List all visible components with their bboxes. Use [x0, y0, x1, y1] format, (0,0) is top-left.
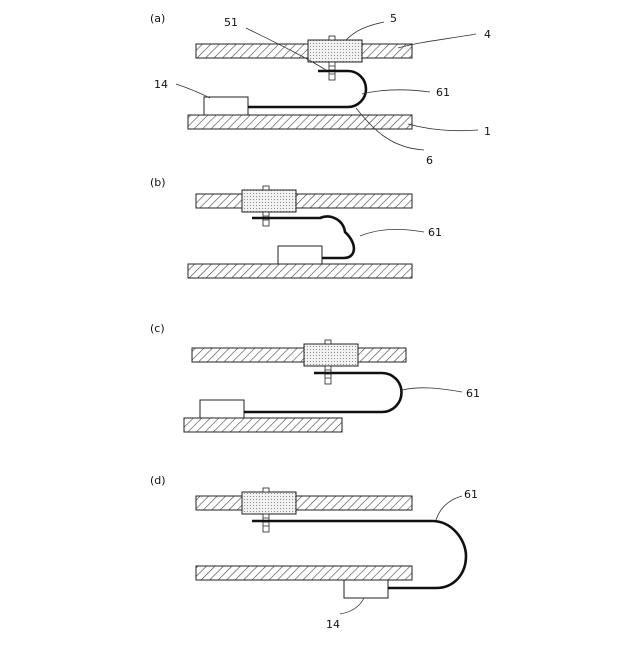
- leader-connector: [346, 22, 384, 40]
- lower-plate: [196, 566, 412, 580]
- upper-plate: [196, 194, 412, 208]
- callout-component: 14: [154, 78, 168, 91]
- connector: [308, 40, 362, 62]
- callout-cable-bend: 61: [466, 387, 480, 400]
- callout-connector: 5: [390, 12, 397, 25]
- component: [344, 580, 388, 598]
- connector: [242, 492, 296, 514]
- leader-lower-plate: [408, 124, 478, 131]
- upper-plate: [192, 348, 406, 362]
- callout-upper-plate: 4: [484, 28, 491, 41]
- lower-plate: [184, 418, 342, 432]
- upper-plate: [196, 496, 412, 510]
- panel-label: (d): [150, 474, 166, 487]
- component: [200, 400, 244, 418]
- callout-cable: 6: [426, 154, 433, 167]
- callout-cable-bend: 61: [436, 86, 450, 99]
- panel-label: (c): [150, 322, 165, 335]
- component: [278, 246, 322, 264]
- leader-cable-bend: [360, 229, 424, 236]
- component: [204, 97, 248, 115]
- callout-screw: 51: [224, 16, 238, 29]
- panel-label: (b): [150, 176, 166, 189]
- connector: [304, 344, 358, 366]
- panel-a: (a) 5 51 4 14 61 1 6: [150, 12, 491, 167]
- panel-b: (b) 61: [150, 176, 442, 278]
- panel-label: (a): [150, 12, 165, 25]
- leader-cable-bend: [402, 388, 462, 392]
- callout-lower-plate: 1: [484, 125, 491, 138]
- lower-plate: [188, 115, 412, 129]
- flexible-cable: [244, 373, 402, 412]
- callout-component: 14: [326, 618, 340, 631]
- callout-cable-bend: 61: [428, 226, 442, 239]
- upper-plate: [196, 44, 412, 58]
- leader-component: [176, 84, 210, 98]
- flexible-cable: [248, 71, 366, 107]
- lower-plate: [188, 264, 412, 278]
- callout-cable-bend: 61: [464, 488, 478, 501]
- leader-cable-bend: [362, 90, 430, 94]
- connector: [242, 190, 296, 212]
- leader-component: [340, 598, 364, 614]
- panel-d: (d) 61 14: [150, 474, 478, 631]
- panel-c: (c) 61: [150, 322, 480, 432]
- leader-cable-bend: [436, 496, 462, 520]
